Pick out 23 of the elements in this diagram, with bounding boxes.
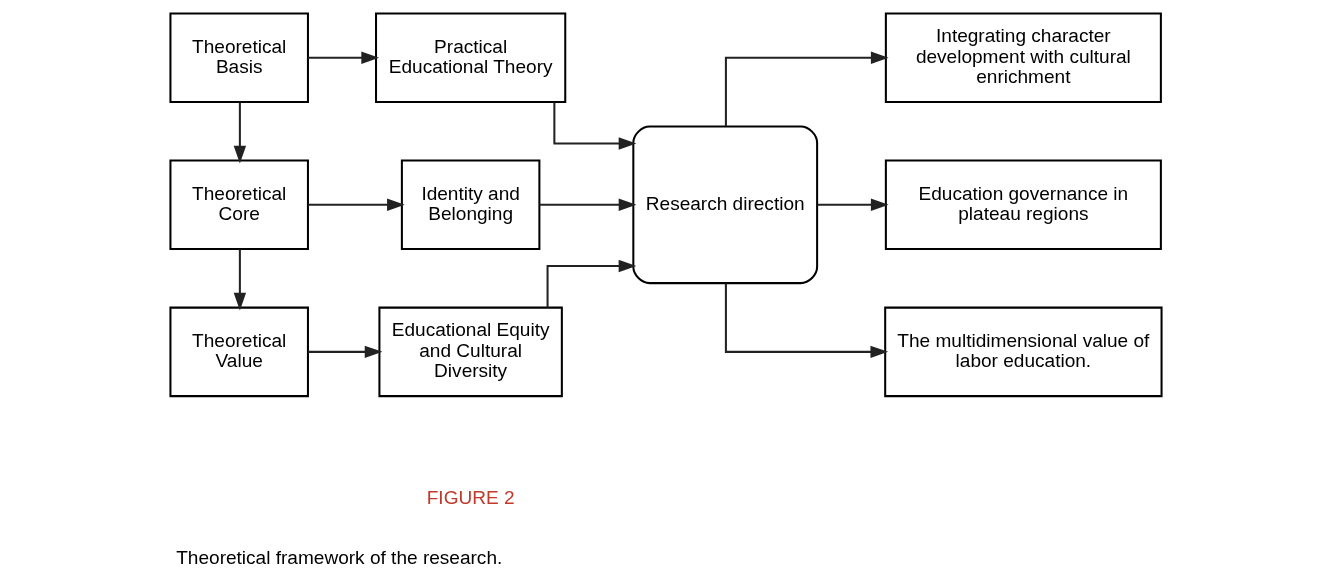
arrow [307,198,405,212]
node-box: Identity and Belonging [400,159,540,251]
node-box: The multidimensional value of labor education. [883,306,1163,398]
label: FIGURE 2 [426,486,515,508]
node-box: Practical Educational Theory [374,12,566,104]
arrow [817,198,889,212]
node-box: Education governance in plateau regions [884,159,1162,251]
caption: Theoretical framework of the research. [175,546,502,568]
arrow [724,283,888,359]
arrow [307,51,379,64]
arrow [552,102,636,150]
node-box: Theoretical Core [168,159,309,251]
arrow [233,102,246,164]
node-box: Theoretical Value [168,306,309,398]
node-box: Theoretical Basis [168,12,309,104]
arrow [546,259,636,308]
arrow [539,198,636,212]
node-box: Educational Equity and Cultural Diversity [377,306,563,398]
arrow [307,345,382,359]
arrow [724,51,889,127]
node-box: Research direction [631,125,818,285]
arrow [233,249,246,311]
node-box: Integrating character development with cultural enrichment [884,12,1162,104]
